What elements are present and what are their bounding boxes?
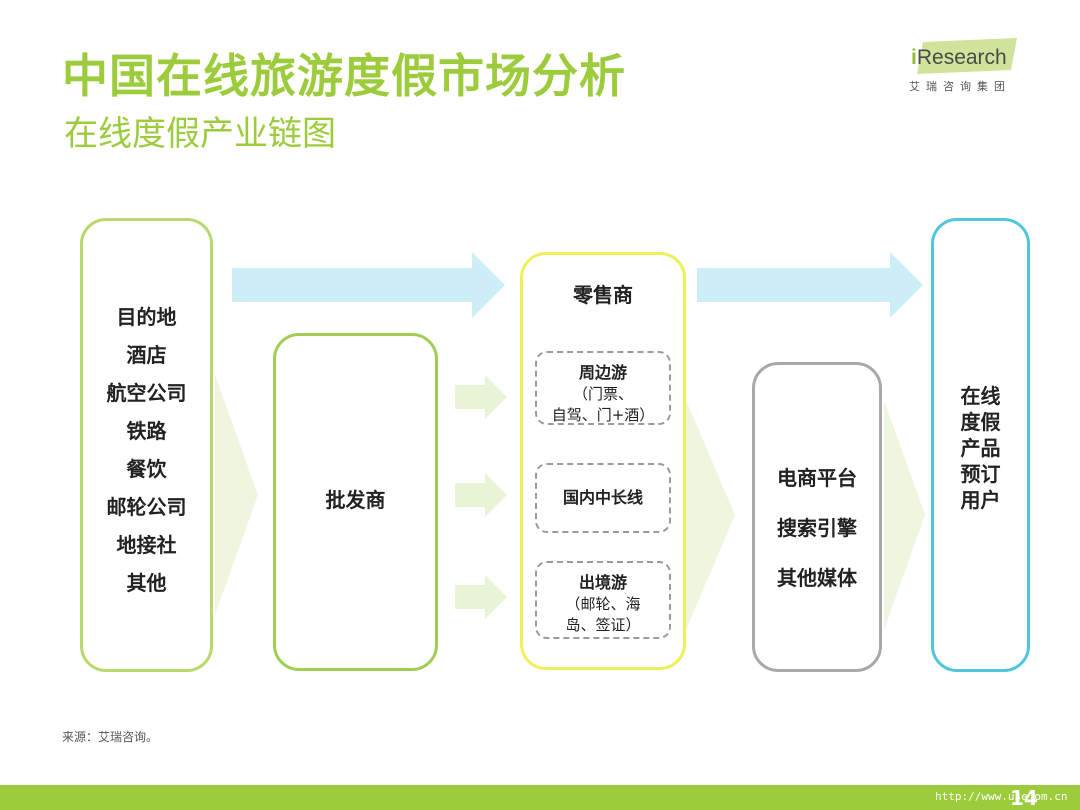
wholesaler-box: 批发商 xyxy=(273,333,438,671)
logo-research: Research xyxy=(916,46,1007,69)
supplier-item: 餐饮 xyxy=(126,457,167,481)
retail-group-detail: （门票、 xyxy=(572,385,633,403)
arrow-top-2-icon xyxy=(697,252,923,318)
retail-group-detail: （邮轮、海 xyxy=(565,595,641,613)
channel-box: 电商平台 搜索引擎 其他媒体 xyxy=(752,362,882,672)
arrow-small-3-icon xyxy=(455,575,507,619)
channel-item: 其他媒体 xyxy=(777,566,857,590)
arrow-small-2-icon xyxy=(455,473,507,517)
user-label-line: 度假 xyxy=(960,410,1001,434)
chevron-1-icon xyxy=(215,375,258,615)
retail-group-name: 周边游 xyxy=(578,363,627,382)
retail-group-outbound: 出境游 （邮轮、海 岛、签证） xyxy=(535,561,671,639)
retail-group-detail: 自驾、门+酒） xyxy=(551,406,655,424)
user-label-line: 在线 xyxy=(960,384,1001,408)
bottom-bar xyxy=(0,785,1080,810)
channel-item: 电商平台 xyxy=(777,466,857,490)
arrow-small-1-icon xyxy=(455,375,507,419)
supplier-item: 地接社 xyxy=(116,533,177,557)
page-subtitle: 在线度假产业链图 xyxy=(64,114,336,154)
user-label-line: 产品 xyxy=(960,436,1001,460)
retail-group-detail: 岛、签证） xyxy=(565,616,641,634)
retail-group-name: 出境游 xyxy=(578,573,627,592)
channel-list: 电商平台 搜索引擎 其他媒体 xyxy=(755,453,879,603)
watermark: http://www.use om.cn xyxy=(935,790,1068,803)
chevron-3-icon xyxy=(884,400,925,630)
supplier-item: 铁路 xyxy=(126,419,167,443)
page-number: 14 xyxy=(1010,786,1038,810)
supplier-box: 目的地 酒店 航空公司 铁路 餐饮 邮轮公司 地接社 其他 xyxy=(80,218,213,672)
supplier-item: 目的地 xyxy=(116,305,177,329)
source-note: 来源：艾瑞咨询。 xyxy=(62,730,159,744)
retailer-box: 零售商 周边游 （门票、 自驾、门+酒） 国内中长线 出境游 （邮轮、海 岛、签… xyxy=(520,252,686,670)
page-title: 中国在线旅游度假市场分析 xyxy=(62,49,626,103)
retail-group-domestic: 国内中长线 xyxy=(535,463,671,533)
iresearch-logo: iResearch 艾瑞咨询集团 xyxy=(905,38,1025,108)
logo-banner-icon xyxy=(917,38,1017,74)
logo-i: i xyxy=(911,46,917,69)
wholesaler-label: 批发商 xyxy=(325,488,386,512)
arrow-top-1-icon xyxy=(232,252,505,318)
supplier-list: 目的地 酒店 航空公司 铁路 餐饮 邮轮公司 地接社 其他 xyxy=(83,298,210,602)
retail-group-name: 国内中长线 xyxy=(562,488,643,507)
supplier-item: 邮轮公司 xyxy=(106,495,187,519)
logo-subtitle: 艾瑞咨询集团 xyxy=(909,80,1011,93)
supplier-item: 其他 xyxy=(126,571,167,595)
retail-group-nearby: 周边游 （门票、 自驾、门+酒） xyxy=(535,351,671,425)
user-label: 在线 度假 产品 预订 用户 xyxy=(934,383,1027,513)
retailer-title: 零售商 xyxy=(573,283,633,307)
user-label-line: 用户 xyxy=(960,488,1001,512)
supplier-item: 酒店 xyxy=(126,343,167,367)
supplier-item: 航空公司 xyxy=(106,381,187,405)
chevron-2-icon xyxy=(686,400,735,630)
user-box: 在线 度假 产品 预订 用户 xyxy=(931,218,1030,672)
channel-item: 搜索引擎 xyxy=(777,516,857,540)
user-label-line: 预订 xyxy=(960,462,1001,486)
